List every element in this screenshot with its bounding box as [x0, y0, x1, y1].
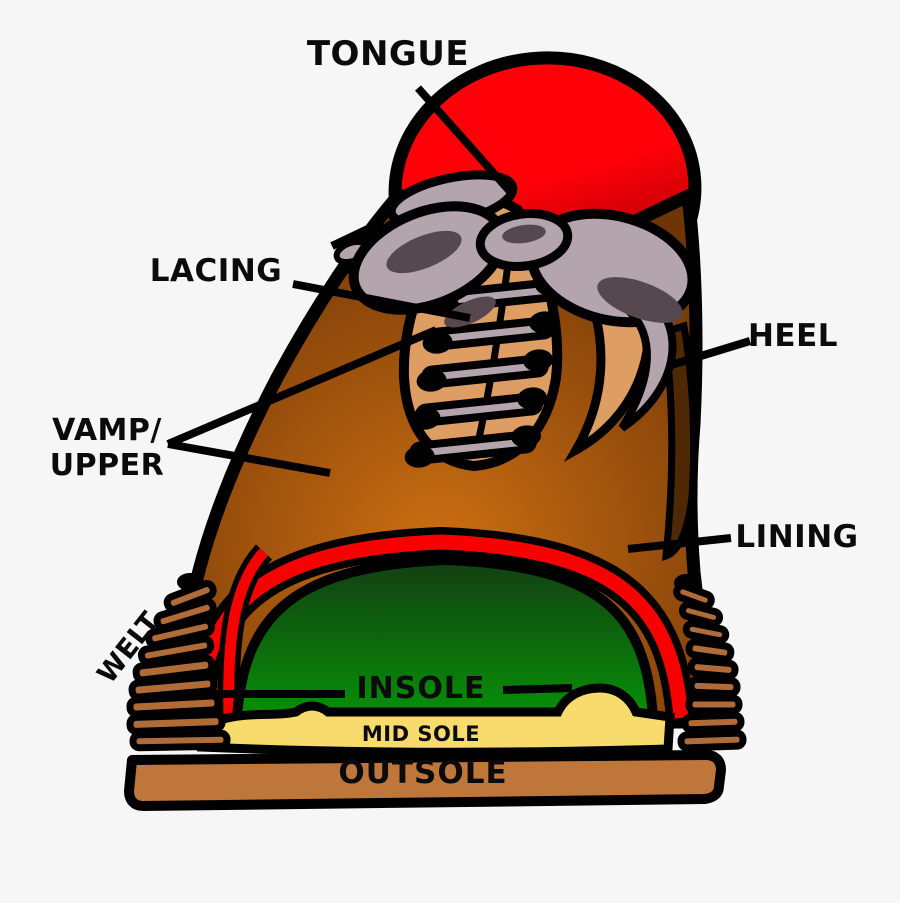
welt-strip	[682, 619, 730, 645]
lace-row	[416, 349, 554, 392]
welt-strip	[685, 694, 743, 715]
heel-leader-line	[666, 337, 752, 370]
lace-row	[422, 311, 560, 354]
welt-strip	[145, 616, 216, 649]
lacing-laces	[404, 263, 566, 468]
lacing-leader-line	[292, 280, 471, 322]
outsole-shape	[124, 750, 726, 811]
lining-label: LINING	[735, 519, 859, 555]
welt-strip	[137, 635, 215, 666]
welt-strip	[687, 657, 739, 680]
welt-right	[673, 574, 747, 752]
leader-lines	[166, 85, 752, 698]
welt-strip	[126, 711, 226, 735]
lace-bow	[330, 170, 698, 432]
welt-strip	[132, 654, 216, 684]
lacing-label: LACING	[149, 253, 283, 289]
welt-strip	[677, 729, 747, 752]
lace-row	[404, 425, 542, 468]
lace-row	[410, 387, 548, 430]
outsole-label: OUTSOLE	[338, 755, 508, 791]
lining-fold-red	[223, 548, 269, 717]
insole-leader-line-right	[502, 684, 573, 694]
vamp-label-line2: UPPER	[49, 448, 165, 483]
heel-shape	[660, 321, 698, 562]
heel-label: HEEL	[747, 318, 839, 354]
midsole-shape	[194, 683, 675, 757]
welt-strip	[128, 673, 218, 701]
lining-leader-line	[627, 534, 732, 553]
welt-strip	[685, 638, 735, 663]
tongue-leader-line	[415, 85, 517, 199]
vamp-label-line1: VAMP/	[52, 413, 162, 448]
welt-strip	[678, 601, 724, 627]
vamp-upper-label: VAMP/ UPPER	[50, 413, 164, 483]
welt-strip	[681, 711, 745, 734]
welt-strip	[673, 582, 715, 610]
tongue-label: TONGUE	[306, 34, 470, 74]
midsole-label: MID SOLE	[361, 722, 481, 746]
insole-label: INSOLE	[356, 671, 486, 706]
welt-strip	[129, 729, 231, 752]
welt-strip	[126, 692, 222, 718]
vamp-leader-line	[166, 326, 438, 448]
welt-strip	[687, 675, 741, 698]
upper-leader-line	[167, 440, 331, 477]
bow-shadow-patches	[386, 224, 683, 328]
bow-right-tail	[618, 290, 677, 432]
insole-shape	[231, 554, 659, 723]
lining-band	[182, 526, 696, 720]
welt-left	[126, 573, 231, 752]
